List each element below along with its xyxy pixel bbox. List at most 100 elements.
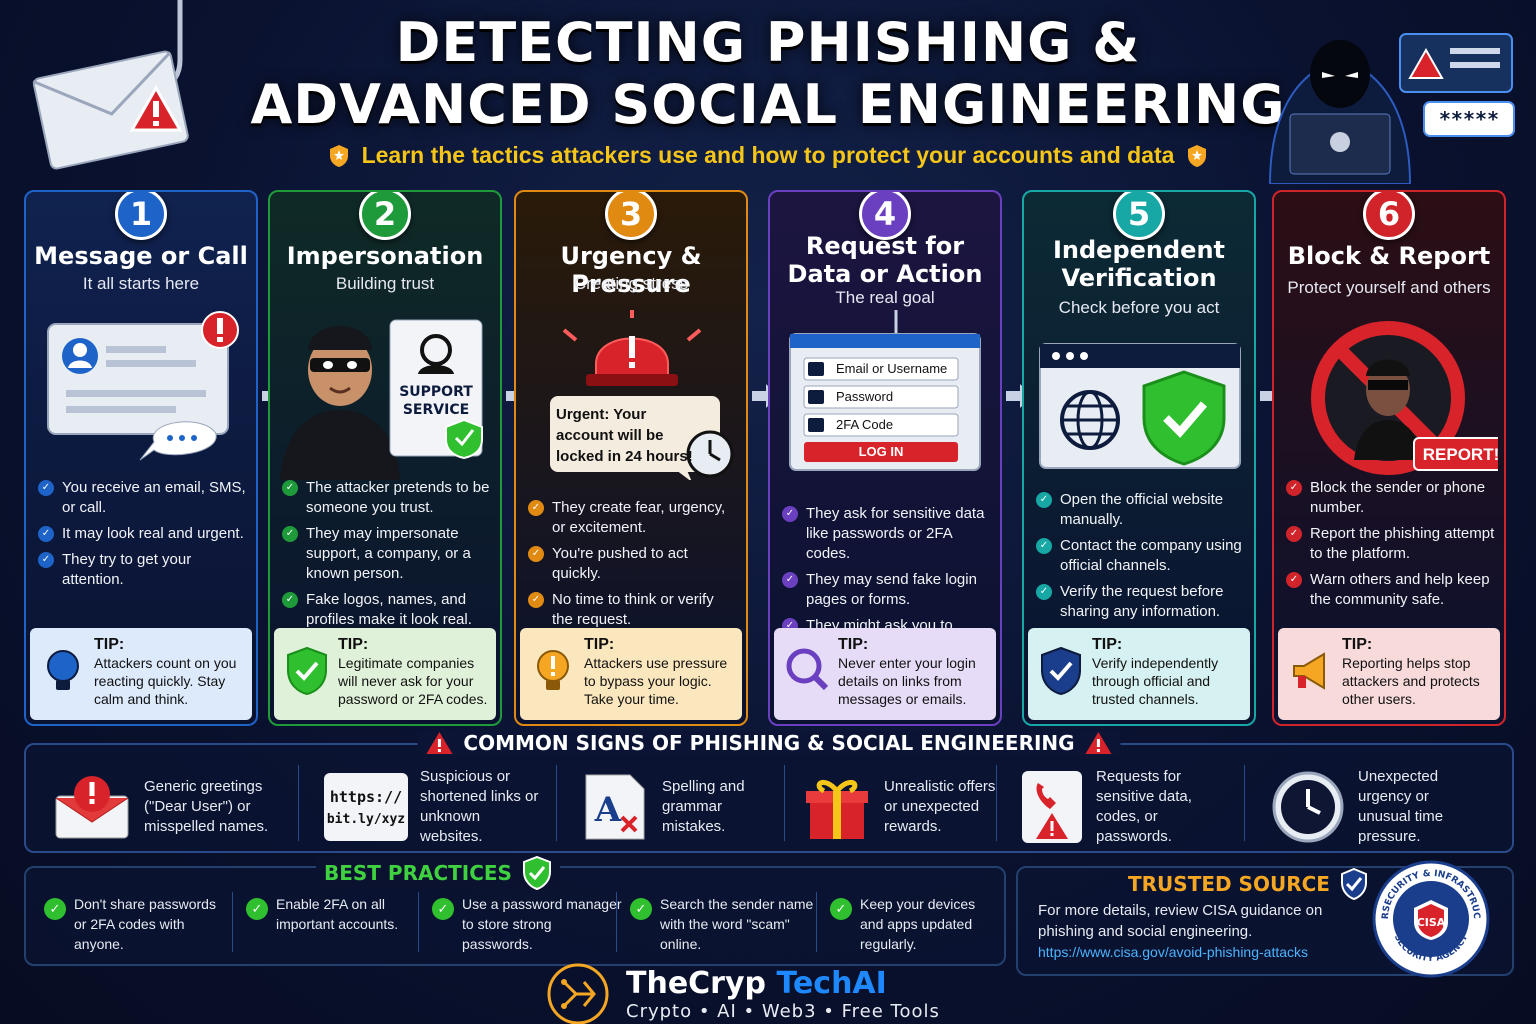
bullet-text: You receive an email, SMS, or call. bbox=[62, 479, 246, 516]
form-field-2fa[interactable]: 2FA Code bbox=[836, 417, 894, 432]
best-practice-item: ✓Don't share passwords or 2FA codes with… bbox=[44, 894, 224, 954]
bullet-text: They try to get your attention. bbox=[62, 551, 192, 588]
verified-browser-icon bbox=[1039, 343, 1241, 469]
bullet-item: ✓Contact the company using official chan… bbox=[1036, 536, 1246, 576]
tip-box: TIP:Attackers use pressure to bypass you… bbox=[520, 628, 742, 720]
header: DETECTING PHISHING & ADVANCED SOCIAL ENG… bbox=[0, 12, 1536, 169]
tip-icon bbox=[1288, 646, 1334, 696]
best-practice-item: ✓Search the sender name with the word "s… bbox=[630, 894, 820, 954]
report-label: REPORT! bbox=[1422, 445, 1500, 464]
page-title-line2: ADVANCED SOCIAL ENGINEERING bbox=[250, 73, 1286, 136]
warning-icon bbox=[1085, 732, 1112, 754]
tip-label: TIP: bbox=[584, 636, 615, 653]
bullet-text: They may impersonate support, a company,… bbox=[306, 525, 471, 582]
seal-center-text: CISA bbox=[1417, 916, 1446, 929]
tip-icon bbox=[530, 646, 576, 696]
check-icon: ✓ bbox=[782, 506, 798, 522]
form-field-username[interactable]: Email or Username bbox=[836, 361, 948, 376]
shield-icon bbox=[1188, 144, 1207, 167]
megaphone-icon bbox=[1293, 652, 1325, 690]
check-icon: ✓ bbox=[38, 552, 54, 568]
divider bbox=[556, 765, 557, 841]
best-practice-item: ✓Keep your devices and apps updated regu… bbox=[830, 894, 1000, 954]
alert-bulb-icon bbox=[537, 650, 569, 690]
step-title: Block & Report bbox=[1287, 242, 1491, 270]
block-icon bbox=[1311, 321, 1504, 475]
best-practices-title: BEST PRACTICES bbox=[316, 856, 560, 890]
step-number: 4 bbox=[859, 192, 911, 240]
brand-name-part1: TheCryp bbox=[626, 965, 767, 1001]
sign-text: Unrealistic offers or unexpected rewards… bbox=[884, 778, 996, 835]
tip-text: Attackers count on you reacting quickly.… bbox=[94, 655, 237, 707]
sign-text: Spelling and grammar mistakes. bbox=[662, 778, 745, 835]
trusted-source-panel: TRUSTED SOURCE For more details, review … bbox=[1016, 860, 1514, 978]
page-title-line1: DETECTING PHISHING & bbox=[395, 11, 1141, 74]
bullet-item: ✓They may send fake login pages or forms… bbox=[782, 570, 992, 610]
step-subtitle: Protect yourself and others bbox=[1287, 278, 1491, 297]
tip-text: Legitimate companies will never ask for … bbox=[338, 655, 488, 707]
divider bbox=[816, 892, 817, 952]
link-icon-line2: bit.ly/xyz bbox=[326, 811, 406, 827]
step-subtitle: The real goal bbox=[835, 288, 935, 307]
cisa-link[interactable]: https://www.cisa.gov/avoid-phishing-atta… bbox=[1038, 944, 1309, 960]
form-field-password[interactable]: Password bbox=[836, 389, 894, 404]
tip-text: Verify independently through official an… bbox=[1092, 655, 1219, 707]
shield-check-icon bbox=[287, 646, 327, 696]
check-icon: ✓ bbox=[1036, 538, 1052, 554]
hacker-icon: ***** bbox=[1268, 33, 1515, 184]
bullet-text: Warn others and help keep the community … bbox=[1310, 571, 1490, 608]
sign-text: Unexpected urgency or unusual time press… bbox=[1358, 768, 1444, 845]
password-mask: ***** bbox=[1439, 107, 1499, 131]
login-button[interactable]: LOG IN bbox=[858, 444, 904, 459]
divider bbox=[232, 892, 233, 952]
fake-login-form-icon bbox=[789, 310, 981, 471]
bullet-item: ✓Fake logos, names, and profiles make it… bbox=[282, 590, 492, 630]
phishing-envelope-icon bbox=[32, 0, 189, 170]
divider bbox=[616, 892, 617, 952]
tip-icon bbox=[784, 646, 830, 696]
step-number: 1 bbox=[115, 192, 167, 240]
best-practices-panel: BEST PRACTICES ✓Don't share passwords or… bbox=[24, 856, 1006, 966]
check-icon: ✓ bbox=[782, 572, 798, 588]
sign-item: Unrealistic offers or unexpected rewards… bbox=[802, 767, 996, 847]
step-bullets: ✓Block the sender or phone number.✓Repor… bbox=[1286, 478, 1496, 616]
alarm-icon bbox=[550, 310, 734, 482]
check-icon: ✓ bbox=[1286, 480, 1302, 496]
bullet-item: ✓You receive an email, SMS, or call. bbox=[38, 478, 248, 518]
step-subtitle: Check before you act bbox=[1058, 298, 1220, 317]
best-practices-title-text: BEST PRACTICES bbox=[324, 861, 512, 885]
bullet-text: Block the sender or phone number. bbox=[1310, 479, 1486, 516]
step-illustration: REPORT! bbox=[1284, 310, 1504, 480]
step-subtitle: It all starts here bbox=[82, 274, 200, 293]
brand-name: TheCryp TechAI bbox=[626, 965, 940, 1001]
step-title: Request for Data or Action bbox=[787, 232, 983, 288]
step-number: 3 bbox=[605, 192, 657, 240]
check-icon: ✓ bbox=[44, 898, 66, 920]
sign-text: Requests for sensitive data, codes, or p… bbox=[1096, 768, 1192, 845]
best-practice-text: Search the sender name with the word "sc… bbox=[660, 896, 814, 952]
brand-logo-icon bbox=[547, 963, 609, 1024]
tip-box: TIP:Attackers count on you reacting quic… bbox=[30, 628, 252, 720]
brand-footer: TheCryp TechAI Crypto • AI • Web3 • Free… bbox=[546, 962, 940, 1024]
bullet-item: ✓They may impersonate support, a company… bbox=[282, 524, 492, 584]
step-title: Message or Call bbox=[34, 242, 248, 270]
divider bbox=[298, 765, 299, 841]
check-icon: ✓ bbox=[1286, 572, 1302, 588]
check-icon: ✓ bbox=[528, 500, 544, 516]
warning-envelope-icon bbox=[55, 776, 129, 839]
tip-label: TIP: bbox=[1092, 636, 1123, 653]
check-icon: ✓ bbox=[830, 898, 852, 920]
check-icon: ✓ bbox=[528, 592, 544, 608]
bullet-text: No time to think or verify the request. bbox=[552, 591, 714, 628]
check-icon: ✓ bbox=[282, 480, 298, 496]
bullet-text: The attacker pretends to be someone you … bbox=[306, 479, 490, 516]
best-practice-item: ✓Enable 2FA on all important accounts. bbox=[246, 894, 416, 934]
urgent-bubble-text: Urgent: Your account will be locked in 2… bbox=[556, 406, 693, 465]
spelling-icon: A bbox=[585, 774, 645, 840]
